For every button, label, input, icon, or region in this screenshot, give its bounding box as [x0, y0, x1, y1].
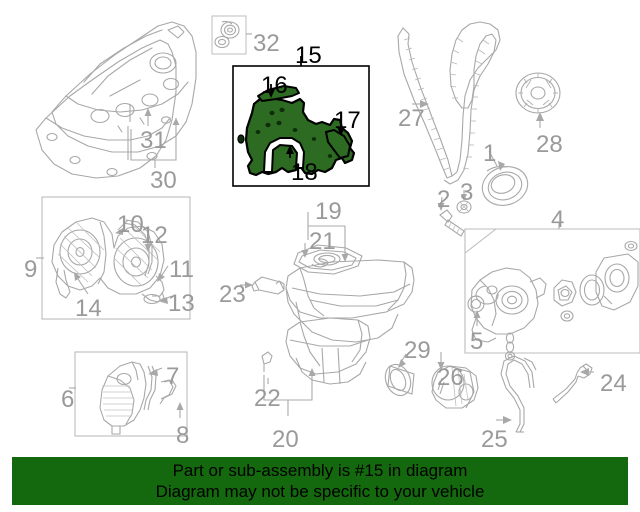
- part-29-filter-adapter[interactable]: [381, 353, 415, 399]
- callout-number-30[interactable]: 30: [150, 167, 177, 194]
- part-group-oil-pan[interactable]: [261, 212, 415, 416]
- notice-line-1: Part or sub-assembly is #15 in diagram: [172, 461, 468, 480]
- callout-number-11[interactable]: 11: [169, 256, 194, 283]
- notice-banner: Part or sub-assembly is #15 in diagram D…: [12, 457, 628, 505]
- part-24-dipstick[interactable]: [552, 363, 594, 404]
- callout-number-15[interactable]: 15: [295, 42, 322, 69]
- part-group-4-oil-pump[interactable]: [464, 222, 640, 361]
- callout-number-29[interactable]: 29: [404, 337, 431, 364]
- callout-number-14[interactable]: 14: [75, 295, 102, 322]
- callout-number-13[interactable]: 13: [168, 290, 195, 317]
- part-26-oil-filter[interactable]: [431, 352, 479, 409]
- callout-number-20[interactable]: 20: [272, 426, 299, 453]
- callout-number-24[interactable]: 24: [600, 370, 627, 397]
- callout-number-28[interactable]: 28: [536, 131, 563, 158]
- part-group-15-highlighted[interactable]: [232, 56, 370, 187]
- callout-number-25[interactable]: 25: [481, 426, 508, 453]
- notice-line-2: Diagram may not be specific to your vehi…: [155, 482, 485, 501]
- leader-lines-cover: [127, 104, 180, 168]
- callout-number-18[interactable]: 18: [291, 159, 318, 186]
- part-group-cylinder-head-cover[interactable]: [35, 21, 197, 179]
- part-23-oil-pressure-switch[interactable]: [240, 276, 285, 295]
- callout-number-19[interactable]: 19: [315, 198, 342, 225]
- callout-number-22[interactable]: 22: [254, 385, 281, 412]
- callout-number-9[interactable]: 9: [24, 256, 38, 283]
- callout-number-27[interactable]: 27: [398, 105, 425, 132]
- callout-number-26[interactable]: 26: [437, 364, 464, 391]
- callout-number-21[interactable]: 21: [309, 228, 336, 255]
- part-group-9-timing-cover[interactable]: [36, 196, 191, 320]
- callout-number-10[interactable]: 10: [117, 211, 144, 238]
- callout-number-6[interactable]: 6: [61, 386, 75, 413]
- callout-number-23[interactable]: 23: [219, 281, 246, 308]
- callout-number-2[interactable]: 2: [437, 186, 451, 213]
- callout-number-5[interactable]: 5: [470, 328, 484, 355]
- callout-number-31[interactable]: 31: [140, 127, 167, 154]
- callout-number-4[interactable]: 4: [551, 206, 565, 233]
- part-group-32-inset[interactable]: [211, 15, 252, 55]
- callout-number-17[interactable]: 17: [334, 107, 361, 134]
- callout-number-8[interactable]: 8: [176, 422, 190, 449]
- part-group-timing-belt[interactable]: [397, 21, 561, 185]
- exploded-parts-diagram: [35, 15, 640, 437]
- callout-number-12[interactable]: 12: [141, 222, 168, 249]
- callout-number-3[interactable]: 3: [460, 179, 474, 206]
- part-group-6-lower-cover[interactable]: [69, 351, 188, 437]
- leader-arrow-31: [144, 108, 152, 126]
- part-group-crank-seal[interactable]: [437, 150, 533, 237]
- callout-number-7[interactable]: 7: [166, 363, 180, 390]
- callout-number-1[interactable]: 1: [483, 140, 497, 167]
- callout-number-32[interactable]: 32: [253, 30, 280, 57]
- part-25-dipstick-tube[interactable]: [496, 355, 537, 433]
- callout-number-16[interactable]: 16: [261, 72, 288, 99]
